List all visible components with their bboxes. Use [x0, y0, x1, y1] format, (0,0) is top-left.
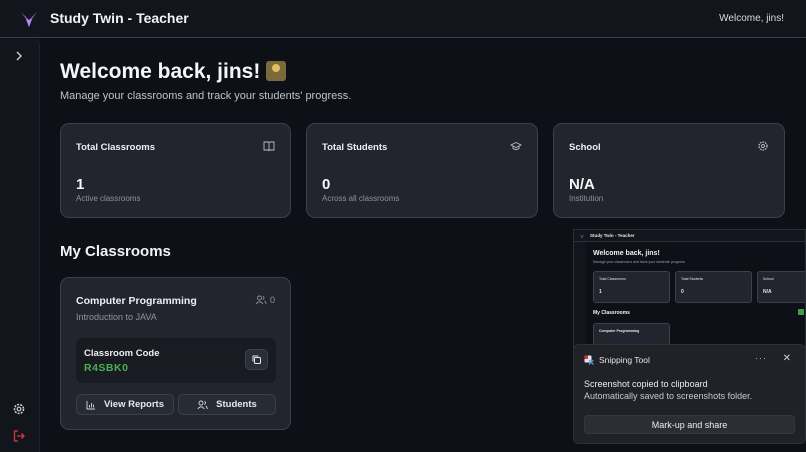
student-count: 0 — [255, 295, 275, 305]
thumb-title: Study Twin - Teacher — [590, 233, 635, 238]
thumb-card-title: School — [763, 277, 774, 281]
toast-message: Screenshot copied to clipboard — [584, 379, 708, 389]
student-count-value: 0 — [269, 295, 275, 305]
close-button[interactable]: ✕ — [782, 353, 791, 364]
classroom-description: Introduction to JAVA — [76, 312, 157, 322]
thumb-class-card: Computer Programming — [593, 323, 670, 348]
logout-icon[interactable] — [12, 429, 26, 443]
thumb-heading: Welcome back, jins! — [593, 250, 660, 257]
stat-card-school: School N/A Institution — [553, 123, 785, 218]
more-options-button[interactable]: ··· — [755, 353, 767, 363]
welcome-user-text: Welcome, jins! — [719, 13, 784, 24]
stat-title: School — [569, 142, 601, 153]
thumb-card-value: 0 — [681, 289, 684, 295]
app-title: Study Twin - Teacher — [50, 10, 189, 26]
thumb-card-title: Total Students — [681, 277, 704, 281]
page-title: Welcome back, jins! — [60, 60, 287, 84]
section-heading-my-classrooms: My Classrooms — [60, 243, 171, 260]
classroom-code-value: R4SBK0 — [84, 362, 129, 374]
students-button[interactable]: Students — [178, 394, 276, 415]
stat-subtext: Active classrooms — [76, 194, 141, 203]
copy-code-button[interactable] — [245, 349, 268, 370]
thumb-topbar: Study Twin - Teacher — [574, 230, 805, 242]
thumb-card-title: Total Classrooms — [599, 277, 626, 281]
view-reports-button[interactable]: View Reports — [76, 394, 174, 415]
study-twin-logo-icon[interactable] — [20, 10, 38, 28]
users-icon — [197, 400, 208, 409]
teacher-emoji-icon — [266, 61, 287, 81]
thumb-card: School N/A — [757, 271, 805, 303]
toast-detail: Automatically saved to screenshots folde… — [584, 391, 753, 401]
users-icon — [255, 295, 267, 305]
thumb-green-button — [798, 309, 804, 315]
snipping-tool-icon — [584, 355, 594, 365]
gear-icon — [758, 141, 768, 151]
thumb-card-value: 1 — [599, 289, 602, 295]
graduation-cap-icon — [510, 141, 522, 150]
stat-value: 1 — [76, 176, 85, 193]
snipping-tool-toast: Snipping Tool ··· ✕ Screenshot copied to… — [573, 344, 806, 444]
copy-icon — [252, 355, 261, 364]
classroom-name: Computer Programming — [76, 295, 197, 307]
screenshot-thumbnail[interactable]: Study Twin - Teacher Welcome back, jins!… — [573, 229, 806, 349]
stat-value: N/A — [569, 176, 595, 193]
gear-icon[interactable] — [12, 402, 26, 416]
page-subtitle: Manage your classrooms and track your st… — [60, 90, 352, 102]
bar-chart-icon — [86, 400, 95, 409]
classroom-code-label: Classroom Code — [84, 348, 160, 359]
classroom-card[interactable]: Computer Programming 0 Introduction to J… — [60, 277, 291, 430]
markup-and-share-button[interactable]: Mark-up and share — [584, 415, 795, 434]
thumb-class-name: Computer Programming — [599, 329, 640, 333]
stat-title: Total Students — [322, 142, 388, 153]
students-label: Students — [216, 399, 257, 410]
stat-card-total-students: Total Students 0 Across all classrooms — [306, 123, 538, 218]
stat-card-total-classrooms: Total Classrooms 1 Active classrooms — [60, 123, 291, 218]
thumb-section-heading: My Classrooms — [593, 310, 630, 316]
stat-subtext: Across all classrooms — [322, 194, 400, 203]
thumb-card: Total Students 0 — [675, 271, 752, 303]
thumb-card-value: N/A — [763, 289, 772, 295]
stat-value: 0 — [322, 176, 331, 193]
top-bar: Study Twin - Teacher Welcome, jins! — [0, 0, 806, 38]
study-twin-logo-icon — [579, 233, 585, 239]
book-open-icon — [263, 141, 275, 152]
sidebar — [0, 39, 40, 452]
classroom-code-box: Classroom Code R4SBK0 — [76, 338, 276, 383]
toast-app-name: Snipping Tool — [599, 355, 650, 365]
thumb-subtitle: Manage your classrooms and track your st… — [593, 260, 686, 264]
stat-title: Total Classrooms — [76, 142, 156, 153]
chevron-right-icon[interactable] — [13, 50, 25, 62]
stat-subtext: Institution — [569, 194, 604, 203]
thumb-sidebar — [574, 242, 586, 348]
view-reports-label: View Reports — [103, 399, 164, 410]
thumb-card: Total Classrooms 1 — [593, 271, 670, 303]
